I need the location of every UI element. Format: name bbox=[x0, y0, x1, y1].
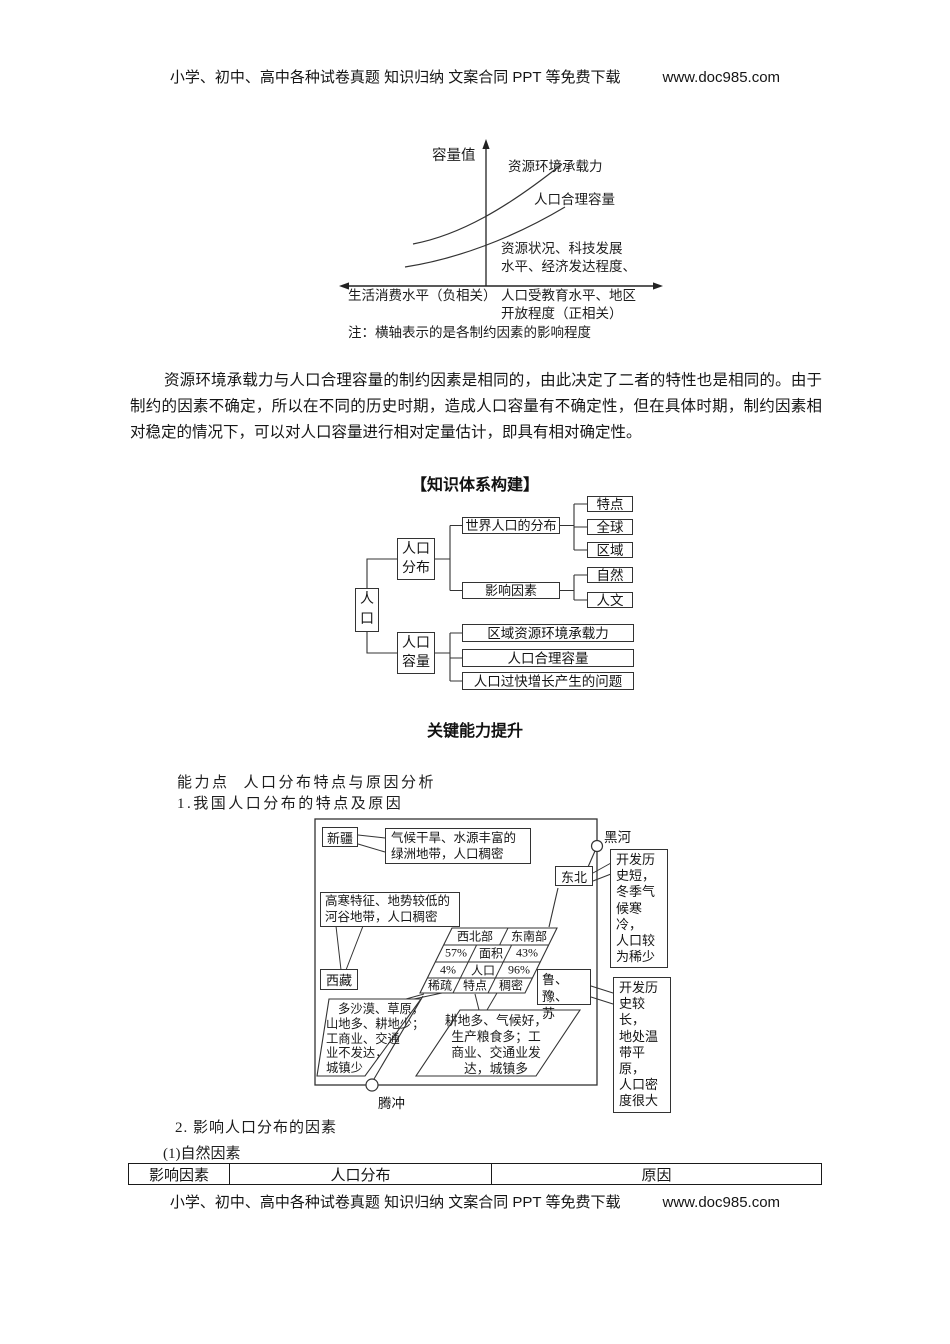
knowledge-map-title: 【知识体系构建】 bbox=[410, 477, 539, 494]
factor-table-header-reason: 原因 bbox=[491, 1164, 821, 1184]
table-header-northwest: 西北部 bbox=[456, 929, 494, 944]
heihe-label: 黑河 bbox=[604, 830, 631, 845]
km-leaf-regional: 区域 bbox=[587, 542, 633, 558]
compare-table-col-lines bbox=[452, 927, 513, 994]
x-right-label-line4: 开放程度（正相关） bbox=[501, 306, 623, 321]
knowledge-map-title-row: 【知识体系构建】 bbox=[0, 471, 950, 495]
xinjiang-callout-lines bbox=[357, 834, 386, 853]
table-nw-population: 4% bbox=[440, 962, 456, 977]
page-footer: 小学、初中、高中各种试卷真题 知识归纳 文案合同 PPT 等免费下载 www.d… bbox=[0, 1191, 950, 1212]
km-influence-factors: 影响因素 bbox=[462, 582, 560, 599]
km-capacity-item-3: 人口过快增长产生的问题 bbox=[462, 672, 634, 690]
luyusu-note-box: 开发历 史较长， 地处温 带平原， 人口密 度很大 bbox=[613, 977, 671, 1113]
knowledge-map-diagram: 人口 人口分布 世界人口的分布 特点 全球 区域 影响因素 自然 人文 人口容量… bbox=[350, 492, 650, 704]
table-row-area: 面积 bbox=[478, 946, 504, 961]
km-leaf-human: 人文 bbox=[587, 592, 633, 608]
x-left-label: 生活消费水平（负相关） bbox=[348, 288, 497, 303]
factor-table-header-factor: 影响因素 bbox=[148, 1167, 209, 1184]
km-leaf-global: 全球 bbox=[587, 519, 633, 535]
y-axis-label: 容量值 bbox=[432, 147, 476, 164]
table-se-feature: 稠密 bbox=[498, 978, 524, 993]
table-row-feature: 特点 bbox=[462, 978, 488, 993]
chart-note: 注：横轴表示的是各制约因素的影响程度 bbox=[348, 325, 591, 340]
compare-table-outline bbox=[419, 927, 558, 994]
compare-table-row-lines bbox=[427, 944, 549, 979]
km-capacity-item-2: 人口合理容量 bbox=[462, 649, 634, 667]
x-right-label-line2: 水平、经济发达程度、 bbox=[501, 259, 636, 274]
ability-point-label: 能力点 bbox=[177, 775, 230, 791]
heihe-point-icon bbox=[590, 839, 604, 853]
footer-url: www.doc985.com bbox=[662, 1194, 781, 1211]
x-axis-left-arrow-icon bbox=[339, 282, 349, 290]
ability-point-title: 人口分布特点与原因分析 bbox=[243, 775, 437, 791]
tibet-box: 西藏 bbox=[320, 969, 358, 990]
northeast-note-box: 开发历 史短， 冬季气 候寒冷， 人口较 为稀少 bbox=[610, 849, 668, 969]
table-se-area: 43% bbox=[516, 945, 538, 960]
footer-text: 小学、初中、高中各种试卷真题 知识归纳 文案合同 PPT 等免费下载 bbox=[169, 1194, 621, 1211]
xinjiang-note-box: 气候干旱、水源丰富的 绿洲地带，人口稠密 bbox=[385, 828, 531, 864]
factor-table-header-distribution: 人口分布 bbox=[229, 1164, 491, 1184]
northwest-note-shape bbox=[316, 998, 423, 1077]
table-header-southeast: 东南部 bbox=[510, 929, 548, 944]
plateau-note-box: 高寒特征、地势较低的 河谷地带，人口稠密 bbox=[320, 892, 460, 927]
table-nw-feature: 稀疏 bbox=[427, 978, 453, 993]
southeast-note-shape bbox=[414, 1009, 582, 1077]
tengchong-label: 腾冲 bbox=[378, 1096, 405, 1111]
factor-table: 影响因素 人口分布 原因 bbox=[128, 1163, 822, 1185]
km-leaf-natural: 自然 bbox=[587, 567, 633, 583]
header-text: 小学、初中、高中各种试卷真题 知识归纳 文案合同 PPT 等免费下载 bbox=[169, 69, 621, 86]
table-to-southeast-lines bbox=[474, 992, 498, 1011]
tengchong-point-icon bbox=[365, 1078, 379, 1092]
heihe-tengchong-line bbox=[373, 850, 596, 1080]
header-url: www.doc985.com bbox=[662, 69, 781, 86]
km-branch-capacity: 人口容量 bbox=[397, 632, 435, 674]
km-leaf-features: 特点 bbox=[587, 496, 633, 512]
km-branch-distribution: 人口分布 bbox=[397, 538, 435, 580]
reasonable-capacity-curve bbox=[404, 206, 566, 268]
luyusu-box: 鲁、豫、 苏 bbox=[537, 969, 591, 1021]
tibet-callout-lines bbox=[335, 925, 364, 971]
china-population-diagram: 黑河 腾冲 新疆 气候干旱、水源丰富的 绿洲地带，人口稠密 东北 开发历 史短，… bbox=[308, 816, 708, 1114]
table-se-population: 96% bbox=[508, 962, 530, 977]
table-row-population: 人口 bbox=[470, 963, 496, 978]
ability-point-line: 能力点人口分布特点与原因分析 bbox=[177, 771, 436, 792]
china-diagram-lines bbox=[314, 818, 614, 1092]
map-frame bbox=[314, 818, 598, 1086]
km-world-distribution: 世界人口的分布 bbox=[462, 517, 560, 534]
y-axis-arrow-icon bbox=[482, 139, 490, 149]
x-right-label-line1: 资源状况、科技发展 bbox=[501, 241, 623, 256]
northeast-box: 东北 bbox=[555, 866, 593, 886]
table-nw-area: 57% bbox=[445, 945, 467, 960]
x-right-label-line3: 人口受教育水平、地区 bbox=[501, 288, 636, 303]
x-axis-right-arrow-icon bbox=[653, 282, 663, 290]
southeast-note-text: 耕地多、气候好， 生产粮食多；工 商业、交通业发 达，城镇多 bbox=[444, 1014, 548, 1076]
table-to-northwest-lines bbox=[405, 992, 443, 1000]
luyusu-callout-lines bbox=[590, 985, 614, 1005]
page-header: 小学、初中、高中各种试卷真题 知识归纳 文案合同 PPT 等免费下载 www.d… bbox=[0, 66, 950, 87]
ability-heading-row: 关键能力提升 bbox=[0, 717, 950, 741]
curve1-label: 资源环境承载力 bbox=[508, 159, 603, 174]
northeast-callout-lines bbox=[592, 862, 612, 882]
ability-heading: 关键能力提升 bbox=[426, 723, 523, 740]
list-item-2-sub: (1)自然因素 bbox=[163, 1146, 241, 1162]
capacity-chart: 容量值 资源环境承载力 人口合理容量 资源状况、科技发展 水平、经济发达程度、 … bbox=[339, 139, 663, 340]
curve2-label: 人口合理容量 bbox=[534, 191, 615, 207]
carrying-capacity-curve bbox=[412, 163, 563, 245]
km-capacity-item-1: 区域资源环境承载力 bbox=[462, 624, 634, 642]
list-item-1: 1.我国人口分布的特点及原因 bbox=[177, 796, 404, 812]
list-item-2: 2. 影响人口分布的因素 bbox=[175, 1120, 338, 1136]
xinjiang-box: 新疆 bbox=[322, 827, 358, 847]
knowledge-map-connectors bbox=[366, 503, 587, 682]
summary-paragraph: 资源环境承载力与人口合理容量的制约因素是相同的，由此决定了二者的特性也是相同的。… bbox=[130, 372, 822, 441]
km-root-population: 人口 bbox=[355, 588, 379, 632]
northwest-note-text: 多沙漠、草原， 山地多、耕地少； 工商业、交通 业不发达， 城镇少 bbox=[326, 1002, 425, 1076]
